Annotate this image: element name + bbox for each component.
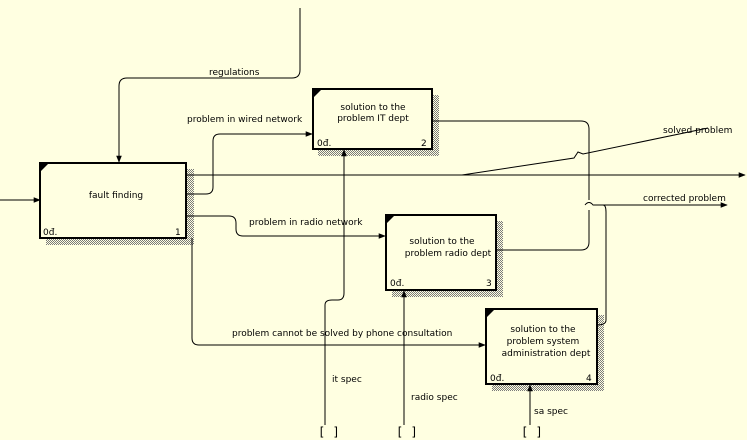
box-number: 2 <box>421 139 427 149</box>
box-shadow <box>186 169 194 245</box>
label-phone-consultation: problem cannot be solved by phone consul… <box>232 329 452 339</box>
box-title: problem radio dept <box>405 249 492 259</box>
radio-network-arrow[interactable] <box>186 215 386 239</box>
label-corrected-problem: corrected problem <box>643 194 726 204</box>
label-it-spec: it spec <box>332 375 362 385</box>
regulations-arrow[interactable] <box>116 8 301 163</box>
it-spec-arrow[interactable] <box>324 149 347 425</box>
box-title: solution to the <box>409 237 475 247</box>
box-cost: 0đ. <box>43 228 57 238</box>
box-title: problem system <box>507 337 580 347</box>
box-shadow <box>597 315 604 391</box>
box-radio-dept[interactable]: solution to the problem radio dept 0đ. 3 <box>385 214 497 291</box>
box-shadow <box>492 384 604 391</box>
box-cost: 0đ. <box>317 139 331 149</box>
tunnel-mark-it-spec: [ ] <box>318 425 340 439</box>
label-radio-spec: radio spec <box>411 393 458 403</box>
box-title: administration dept <box>502 349 591 359</box>
box-number: 1 <box>175 228 181 238</box>
box-shadow <box>432 95 439 156</box>
box-shadow <box>318 149 439 156</box>
label-radio-network: problem in radio network <box>249 218 363 228</box>
box-shadow <box>46 238 194 245</box>
sa-output-line[interactable] <box>596 204 607 326</box>
box-number: 3 <box>486 279 492 289</box>
label-sa-spec: sa spec <box>534 407 568 417</box>
box-shadow <box>392 290 503 297</box>
corrected-problem-arrow[interactable] <box>584 202 728 208</box>
wired-network-arrow[interactable] <box>186 131 313 195</box>
box-title: problem IT dept <box>337 114 409 124</box>
box-it-dept[interactable]: solution to the problem IT dept 0đ. 2 <box>312 88 433 150</box>
label-wired-network: problem in wired network <box>187 115 303 125</box>
solved-problem-squiggle <box>461 127 709 176</box>
box-cost: 0đ. <box>490 374 504 384</box>
box-number: 4 <box>586 374 592 384</box>
box-cost: 0đ. <box>390 279 404 289</box>
label-solved-problem: solved problem <box>663 126 732 136</box>
tunnel-mark-radio-spec: [ ] <box>396 425 418 439</box>
box-shadow <box>496 221 503 297</box>
tunnel-mark-sa-spec: [ ] <box>521 425 543 439</box>
box-title: fault finding <box>89 191 143 201</box>
it-output-line[interactable] <box>432 120 590 251</box>
box-title: solution to the <box>510 325 576 335</box>
box-title: solution to the <box>340 103 406 113</box>
box-sa-dept[interactable]: solution to the problem system administr… <box>485 308 598 385</box>
box-fault-finding[interactable]: fault finding 0đ. 1 <box>39 162 187 239</box>
phone-consultation-arrow[interactable] <box>191 238 486 348</box>
label-regulations: regulations <box>209 68 260 78</box>
